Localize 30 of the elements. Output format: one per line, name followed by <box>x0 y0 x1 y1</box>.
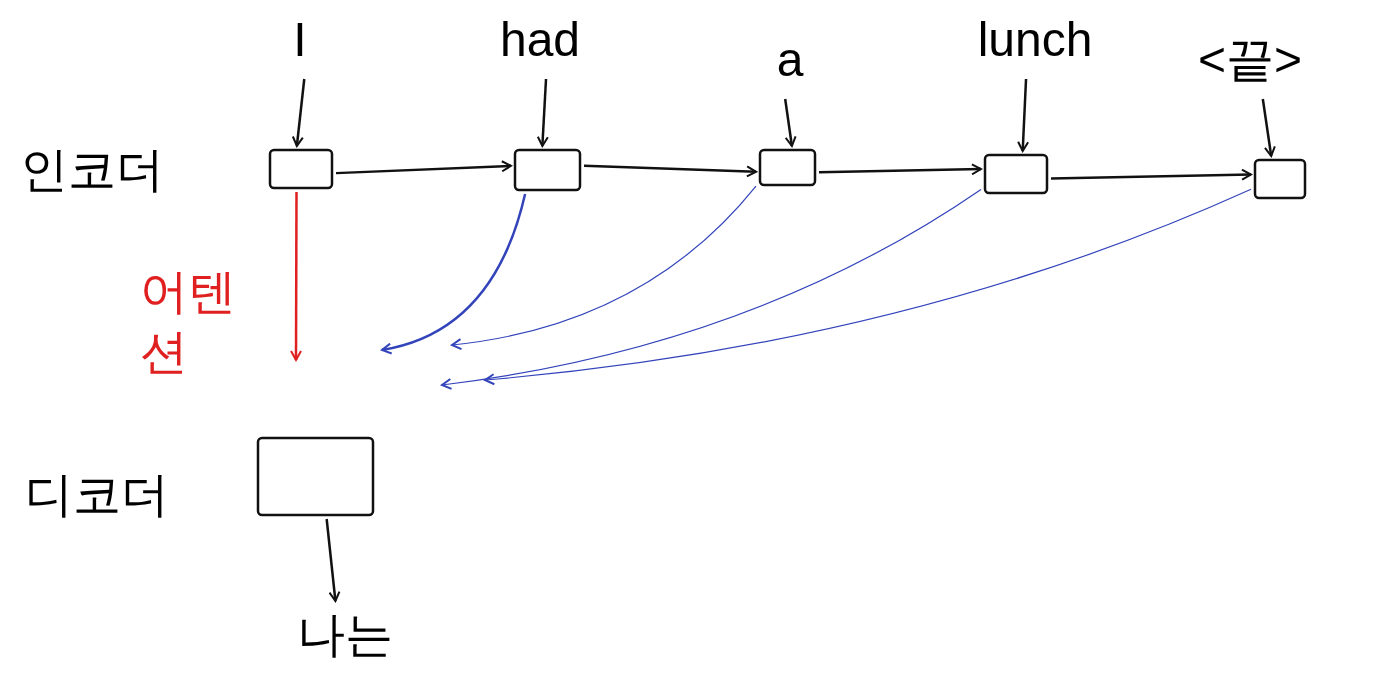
word-label: a <box>776 36 804 84</box>
arrow <box>335 160 512 175</box>
word-label: 나는 <box>297 611 393 659</box>
arrow <box>783 98 797 147</box>
arrow <box>325 518 341 602</box>
side-label: 디코더 <box>25 467 170 523</box>
word-label: had <box>499 16 581 64</box>
cell-box <box>256 436 375 517</box>
arrow <box>381 193 527 354</box>
cell-box <box>1253 158 1307 200</box>
arrow <box>1050 168 1252 181</box>
cell-box <box>513 148 582 192</box>
side-label: 인코더 <box>20 142 165 198</box>
word-label: <끝> <box>1197 36 1303 84</box>
cell-box <box>983 153 1049 195</box>
arrow <box>1261 98 1276 157</box>
arrow <box>451 185 757 350</box>
arrow <box>818 163 982 176</box>
cell-box <box>758 148 817 187</box>
arrow <box>290 192 303 361</box>
word-label: lunch <box>977 16 1093 64</box>
arrow <box>1017 78 1030 152</box>
arrow <box>291 78 306 147</box>
arrow <box>441 188 982 390</box>
cell-box <box>268 148 334 190</box>
word-label: I <box>293 16 307 64</box>
arrow <box>583 164 757 178</box>
arrow <box>536 78 549 147</box>
side-label: 어텐션 <box>140 264 237 380</box>
arrow <box>484 188 1252 386</box>
